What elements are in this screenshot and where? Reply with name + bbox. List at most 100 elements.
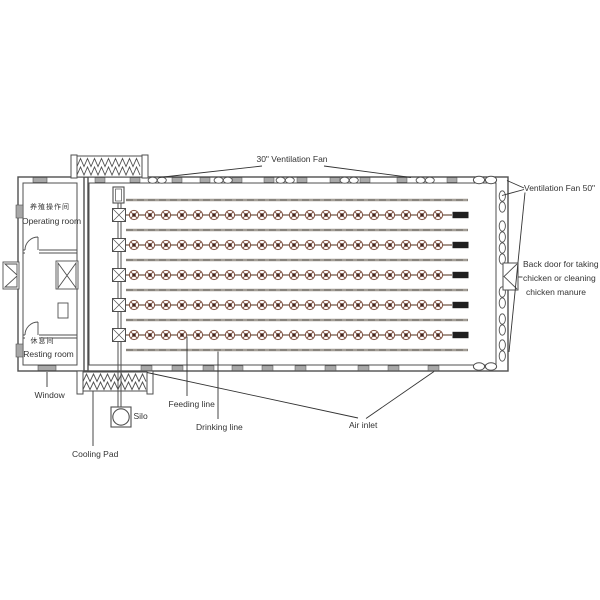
label-window: Window [34, 389, 65, 400]
pan-feeder-center [324, 213, 328, 217]
pan-feeder-center [132, 303, 136, 307]
feed-hopper-top [112, 186, 125, 204]
pan-feeder-center [356, 333, 360, 337]
bottom-wall-air-inlets [140, 365, 440, 371]
pan-feeder-center [404, 333, 408, 337]
pan-feeder-center [324, 273, 328, 277]
label-ventilation-fan-30: 30" Ventilation Fan [256, 154, 328, 164]
door-arc-resting-room [24, 321, 39, 336]
pan-feeder-center [420, 213, 424, 217]
pan-feeder-center [244, 273, 248, 277]
air-inlet-top [359, 177, 371, 183]
fan-30-icon [415, 176, 426, 184]
feed-line-hopper-cross [112, 238, 126, 252]
air-inlet-bottom [294, 365, 307, 371]
air-inlet-bottom [387, 365, 400, 371]
fan-50-side-icon [498, 350, 506, 362]
fan-50-side-icon [498, 201, 506, 213]
pan-feeder-center [132, 333, 136, 337]
feed-line-drive-unit [452, 301, 469, 309]
pan-feeder-center [292, 213, 296, 217]
leader-air-inlet-right [365, 371, 435, 419]
pan-feeder-center [180, 243, 184, 247]
cooling-pad-top-post-right [141, 154, 149, 179]
leader-fan50-bottom [508, 192, 526, 353]
leader-fan50-top-a [506, 180, 525, 189]
pan-feeder-center [212, 213, 216, 217]
pan-feeder-center [212, 273, 216, 277]
air-inlet-top [129, 177, 141, 183]
feed-line-drive-unit [452, 211, 469, 219]
fan-50-side-icon [498, 313, 506, 325]
pan-feeder-center [404, 303, 408, 307]
pan-feeder-center [164, 273, 168, 277]
feed-hopper-top-inner [115, 188, 122, 202]
pan-feeder-center [340, 213, 344, 217]
pan-feeder-center [276, 303, 280, 307]
pan-feeder-center [148, 273, 152, 277]
pan-feeder-center [324, 303, 328, 307]
cooling-pad-zigzag [76, 157, 141, 168]
feed-line-drive-unit [452, 241, 469, 249]
feed-line-hopper-cross [112, 298, 126, 312]
pan-feeder-center [324, 243, 328, 247]
pan-feeder-center [244, 213, 248, 217]
label-resting-room: Resting room [23, 348, 74, 359]
pan-feeder-center [260, 303, 264, 307]
pan-feeder-center [340, 273, 344, 277]
fan-30-icon [275, 176, 286, 184]
door-arc-operating-room [24, 236, 39, 251]
pan-feeder-center [164, 213, 168, 217]
pan-feeder-center [276, 333, 280, 337]
pan-feeder-center [260, 273, 264, 277]
pan-feeder-center [372, 273, 376, 277]
feed-line-hopper-cross [112, 268, 126, 282]
annex-partition-wall-2 [23, 334, 77, 339]
leader-fan30-right [323, 165, 412, 178]
pan-feeder-center [388, 273, 392, 277]
pan-feeder-center [436, 273, 440, 277]
label-operating-room-zh: 养殖操作间 [30, 204, 70, 211]
pan-feeder-center [260, 333, 264, 337]
pan-feeder-center [356, 213, 360, 217]
pan-feeder-center [196, 273, 200, 277]
back-door [502, 262, 519, 291]
cooling-pad-bottom-post-right [146, 370, 154, 395]
pan-feeder-center [244, 243, 248, 247]
label-ventilation-fan-50: Ventilation Fan 50" [524, 182, 596, 193]
pan-feeder-center [340, 303, 344, 307]
fan-30-icon [284, 176, 295, 184]
pan-feeder-center [244, 303, 248, 307]
air-inlet-top [94, 177, 106, 183]
back-door-frame [502, 262, 519, 291]
air-inlet-bottom [202, 365, 215, 371]
pan-feeder-center [388, 243, 392, 247]
fan-30-icon [156, 176, 167, 184]
fan-30-icon [147, 176, 158, 184]
feed-line-hopper-cross [112, 328, 126, 342]
annex-windows [15, 177, 57, 371]
fan-30-icon [339, 176, 350, 184]
cooling-pad-zigzag [82, 380, 147, 391]
top-wall-air-inlets [94, 177, 458, 183]
pan-feeder-center [388, 303, 392, 307]
pan-feeder-center [372, 303, 376, 307]
pan-feeder-center [436, 243, 440, 247]
pan-feeder-center [308, 333, 312, 337]
fan-50-side-icon [498, 297, 506, 309]
pan-feeder-center [212, 333, 216, 337]
fixture-cabinet [57, 302, 69, 319]
pan-feeder-center [212, 243, 216, 247]
pan-feeder-center [228, 333, 232, 337]
pan-feeder-center [308, 273, 312, 277]
fan-50-icon [484, 175, 498, 185]
window-left-bottom [15, 343, 24, 358]
air-inlet-bottom [324, 365, 337, 371]
annex-partition-wall-1 [23, 249, 77, 254]
pan-feeder-center [292, 273, 296, 277]
window-annex-top [32, 177, 48, 183]
pan-feeder-center [340, 243, 344, 247]
fan-50-side-icon [498, 190, 506, 202]
window-resting-room [37, 365, 57, 371]
